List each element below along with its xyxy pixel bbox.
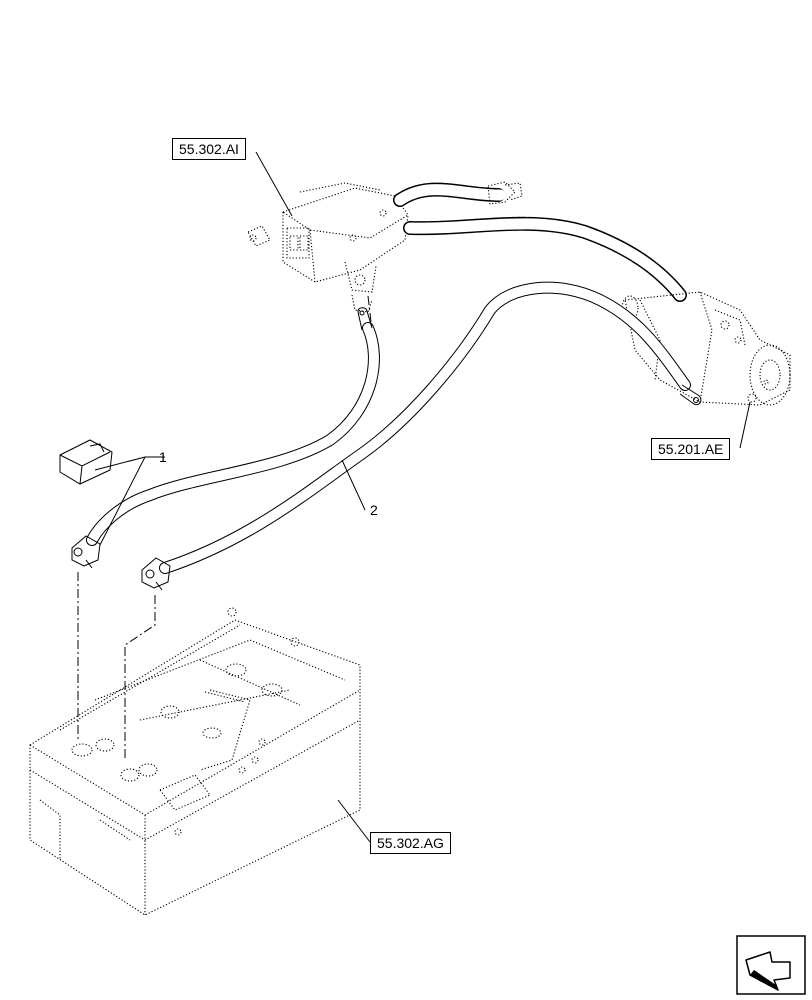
starter-motor-assembly (621, 291, 791, 406)
fuse-box-assembly (247, 182, 409, 313)
battery-box-assembly (29, 607, 361, 916)
callout-item-2: 2 (370, 502, 378, 518)
terminal-cover-part (59, 439, 113, 485)
ghost-harness (393, 181, 687, 302)
battery-cables (71, 281, 702, 591)
explosion-lines (77, 295, 373, 760)
leader-lines (94, 151, 751, 843)
callout-item-1: 1 (159, 449, 167, 465)
next-page-arrow-icon[interactable] (736, 935, 806, 995)
battery-reference[interactable]: 55.302.AG (370, 832, 451, 854)
starter-reference[interactable]: 55.201.AE (651, 438, 731, 460)
fuse-box-reference[interactable]: 55.302.AI (172, 138, 246, 160)
